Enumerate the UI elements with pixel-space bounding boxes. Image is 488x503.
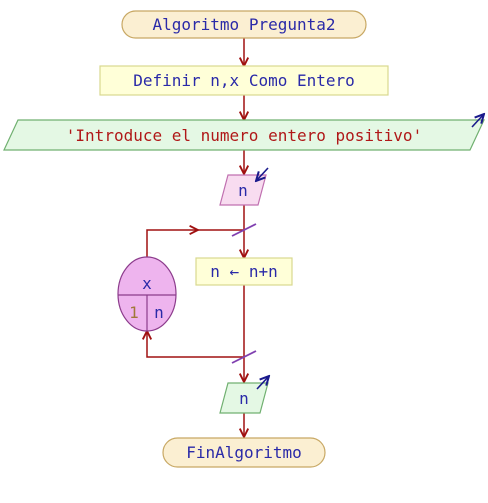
write-prompt-label: 'Introduce el numero entero positivo' <box>66 126 422 145</box>
output-arrow-icon <box>471 114 484 128</box>
output-arrow-icon-2 <box>256 376 269 390</box>
start-label: Algoritmo Pregunta2 <box>152 15 335 34</box>
loop-tick-top <box>231 223 257 237</box>
write-prompt-io: 'Introduce el numero entero positivo' <box>3 114 484 151</box>
assign-label: n ← n+n <box>210 262 277 281</box>
for-loop-node: x 1 n <box>117 256 177 332</box>
loop-end-value: n <box>154 303 164 322</box>
loop-variable: x <box>142 274 152 293</box>
loop-top-edge <box>146 230 198 257</box>
loop-bottom-edge <box>147 331 244 358</box>
write-result-io: n <box>219 376 269 414</box>
end-label: FinAlgoritmo <box>186 443 302 462</box>
write-result-label: n <box>239 389 249 408</box>
loop-start-value: 1 <box>129 303 139 322</box>
start-terminal: Algoritmo Pregunta2 <box>121 10 367 39</box>
connectors <box>146 38 257 437</box>
loop-tick-bottom <box>231 350 257 364</box>
input-arrow-icon <box>256 167 269 181</box>
define-label: Definir n,x Como Entero <box>133 71 355 90</box>
end-terminal: FinAlgoritmo <box>162 437 326 468</box>
define-process: Definir n,x Como Entero <box>99 65 389 96</box>
assign-process: n ← n+n <box>195 257 293 286</box>
read-label: n <box>238 181 248 200</box>
read-io: n <box>219 167 269 206</box>
